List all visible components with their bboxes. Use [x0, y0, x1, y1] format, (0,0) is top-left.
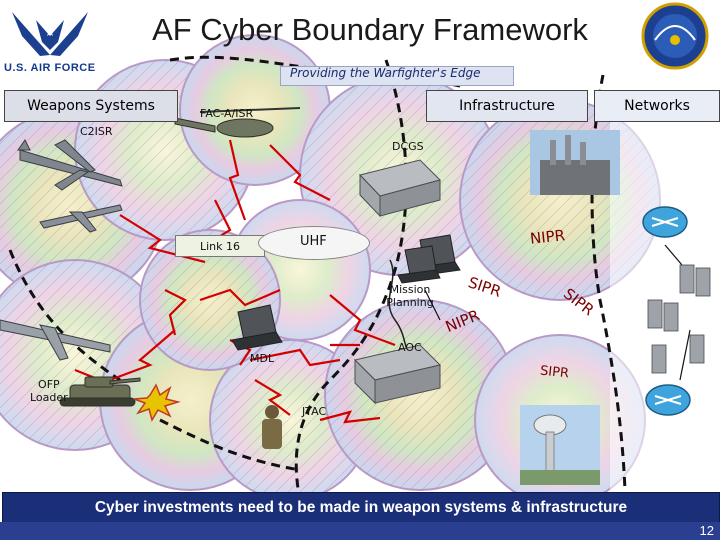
explosion-icon: [133, 383, 181, 422]
jtac-soldier-icon: [262, 405, 282, 449]
ofp-loader-label: OFP Loader: [30, 378, 68, 404]
power-plant-icon: [530, 130, 620, 195]
networks-header: Networks: [594, 90, 720, 122]
infrastructure-header: Infrastructure: [426, 90, 588, 122]
server-rack-icons: [647, 264, 711, 374]
uhf-label: UHF: [300, 234, 327, 249]
hangar-dcgs-icon: [359, 159, 441, 218]
uhf-ellipse: [258, 226, 370, 260]
bottom-banner: Cyber investments need to be made in wea…: [2, 492, 720, 524]
fac-isr-label: FAC-A/ISR: [200, 107, 254, 120]
fighter-jet-icon: [39, 204, 123, 233]
sipr-label-3: SIPR: [539, 363, 570, 382]
tank-icon: [59, 376, 141, 407]
helicopter-icon: [174, 107, 301, 138]
jtac-label: JTAC: [302, 405, 327, 418]
weapons-systems-header: Weapons Systems: [4, 90, 178, 122]
bottom-banner-text: Cyber investments need to be made in wea…: [94, 499, 628, 516]
router-icon-top: [642, 206, 688, 238]
page-number: 12: [699, 523, 714, 538]
tagline-bar: [280, 66, 514, 86]
ofp-line2: Loader: [30, 391, 68, 404]
laptop-icon-mdl: [231, 304, 283, 351]
mission-planning-label: Mission Planning: [385, 283, 435, 309]
afspc-seal-logo: [641, 2, 709, 70]
ofp-line1: OFP: [38, 378, 60, 391]
footer-strip: 12: [0, 522, 720, 540]
mission-planning-line2: Planning: [386, 296, 434, 309]
c2isr-aircraft-icon: [17, 139, 123, 191]
link16-label: Link 16: [175, 235, 265, 257]
dcgs-label: DCGS: [392, 140, 424, 153]
uav-icon: [0, 319, 111, 361]
laptop-icon-mission-planning: [397, 245, 441, 284]
hangar-aoc-icon: [354, 344, 441, 405]
mission-planning-line1: Mission: [389, 283, 431, 296]
water-tower-icon: [520, 405, 600, 485]
mdl-label: MDL: [250, 352, 275, 365]
aoc-label: AOC: [398, 341, 422, 354]
router-icon-bottom: [645, 384, 691, 416]
nipr-label-top: NIPR: [529, 226, 566, 248]
usaf-logo-text: U.S. AIR FORCE: [4, 62, 96, 74]
c2isr-label: C2ISR: [80, 125, 113, 138]
tagline: Providing the Warfighter's Edge: [290, 66, 481, 80]
page-title: AF Cyber Boundary Framework: [152, 12, 588, 47]
usaf-wings-logo: [12, 12, 88, 56]
